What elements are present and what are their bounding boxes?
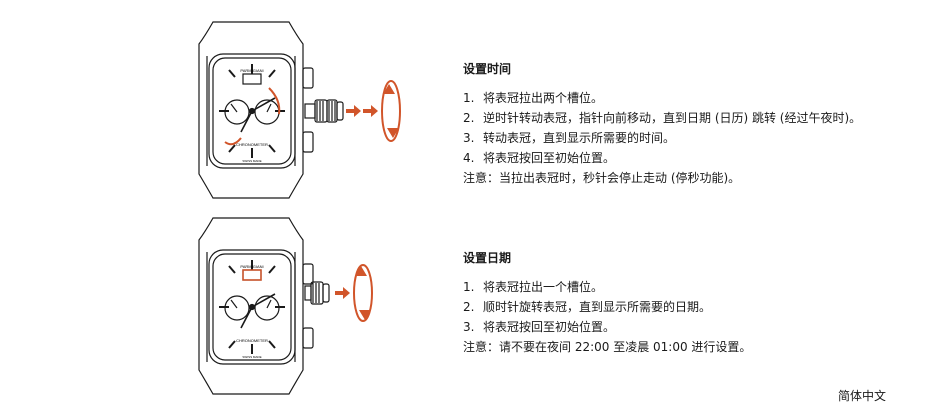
rotation-arrow-icon [382, 81, 400, 141]
list-item: 1.将表冠拉出两个槽位。 [463, 88, 861, 108]
watch-dial-text: CHRONOMETER [236, 142, 268, 147]
language-label: 简体中文 [838, 387, 886, 404]
crown-icon [305, 100, 343, 122]
list-item: 2.顺时针旋转表冠，直到显示所需要的日期。 [463, 297, 751, 317]
crown-pull-arrow-icon [346, 105, 378, 117]
time-setting-heading: 设置时间 [463, 60, 861, 78]
date-setting-steps: 1.将表冠拉出一个槽位。 2.顺时针旋转表冠，直到显示所需要的日期。 3.将表冠… [463, 277, 751, 337]
watch-bottom-text: SWISS MADE [242, 355, 261, 359]
watch-brand-text: PARMIGIANI [240, 264, 263, 269]
crown-pull-arrow-icon [335, 287, 350, 299]
list-item: 1.将表冠拉出一个槽位。 [463, 277, 751, 297]
time-setting-steps: 1.将表冠拉出两个槽位。 2.逆时针转动表冠，指针向前移动，直到日期 (日历) … [463, 88, 861, 168]
time-setting-note: 注意：当拉出表冠时，秒针会停止走动 (停秒功能)。 [463, 168, 861, 188]
crown-icon [305, 282, 329, 304]
list-item: 3.转动表冠，直到显示所需要的时间。 [463, 128, 861, 148]
watch-dial-text: CHRONOMETER [236, 338, 268, 343]
time-setting-section: 设置时间 1.将表冠拉出两个槽位。 2.逆时针转动表冠，指针向前移动，直到日期 … [463, 60, 861, 188]
watch-bottom-text: SWISS MADE [242, 159, 261, 163]
date-setting-watch-diagram: PARMIGIANI CHRONOMETER SWISS MADE [185, 210, 410, 400]
rotation-arrow-icon [354, 265, 372, 321]
date-setting-heading: 设置日期 [463, 249, 751, 267]
date-setting-note: 注意：请不要在夜间 22:00 至凌晨 01:00 进行设置。 [463, 337, 751, 357]
time-setting-watch-diagram: PARMIGIANI CHRONOMETER SWISS MADE [185, 14, 410, 204]
list-item: 3.将表冠按回至初始位置。 [463, 317, 751, 337]
list-item: 4.将表冠按回至初始位置。 [463, 148, 861, 168]
date-setting-section: 设置日期 1.将表冠拉出一个槽位。 2.顺时针旋转表冠，直到显示所需要的日期。 … [463, 249, 751, 357]
list-item: 2.逆时针转动表冠，指针向前移动，直到日期 (日历) 跳转 (经过午夜时)。 [463, 108, 861, 128]
watch-brand-text: PARMIGIANI [240, 68, 263, 73]
